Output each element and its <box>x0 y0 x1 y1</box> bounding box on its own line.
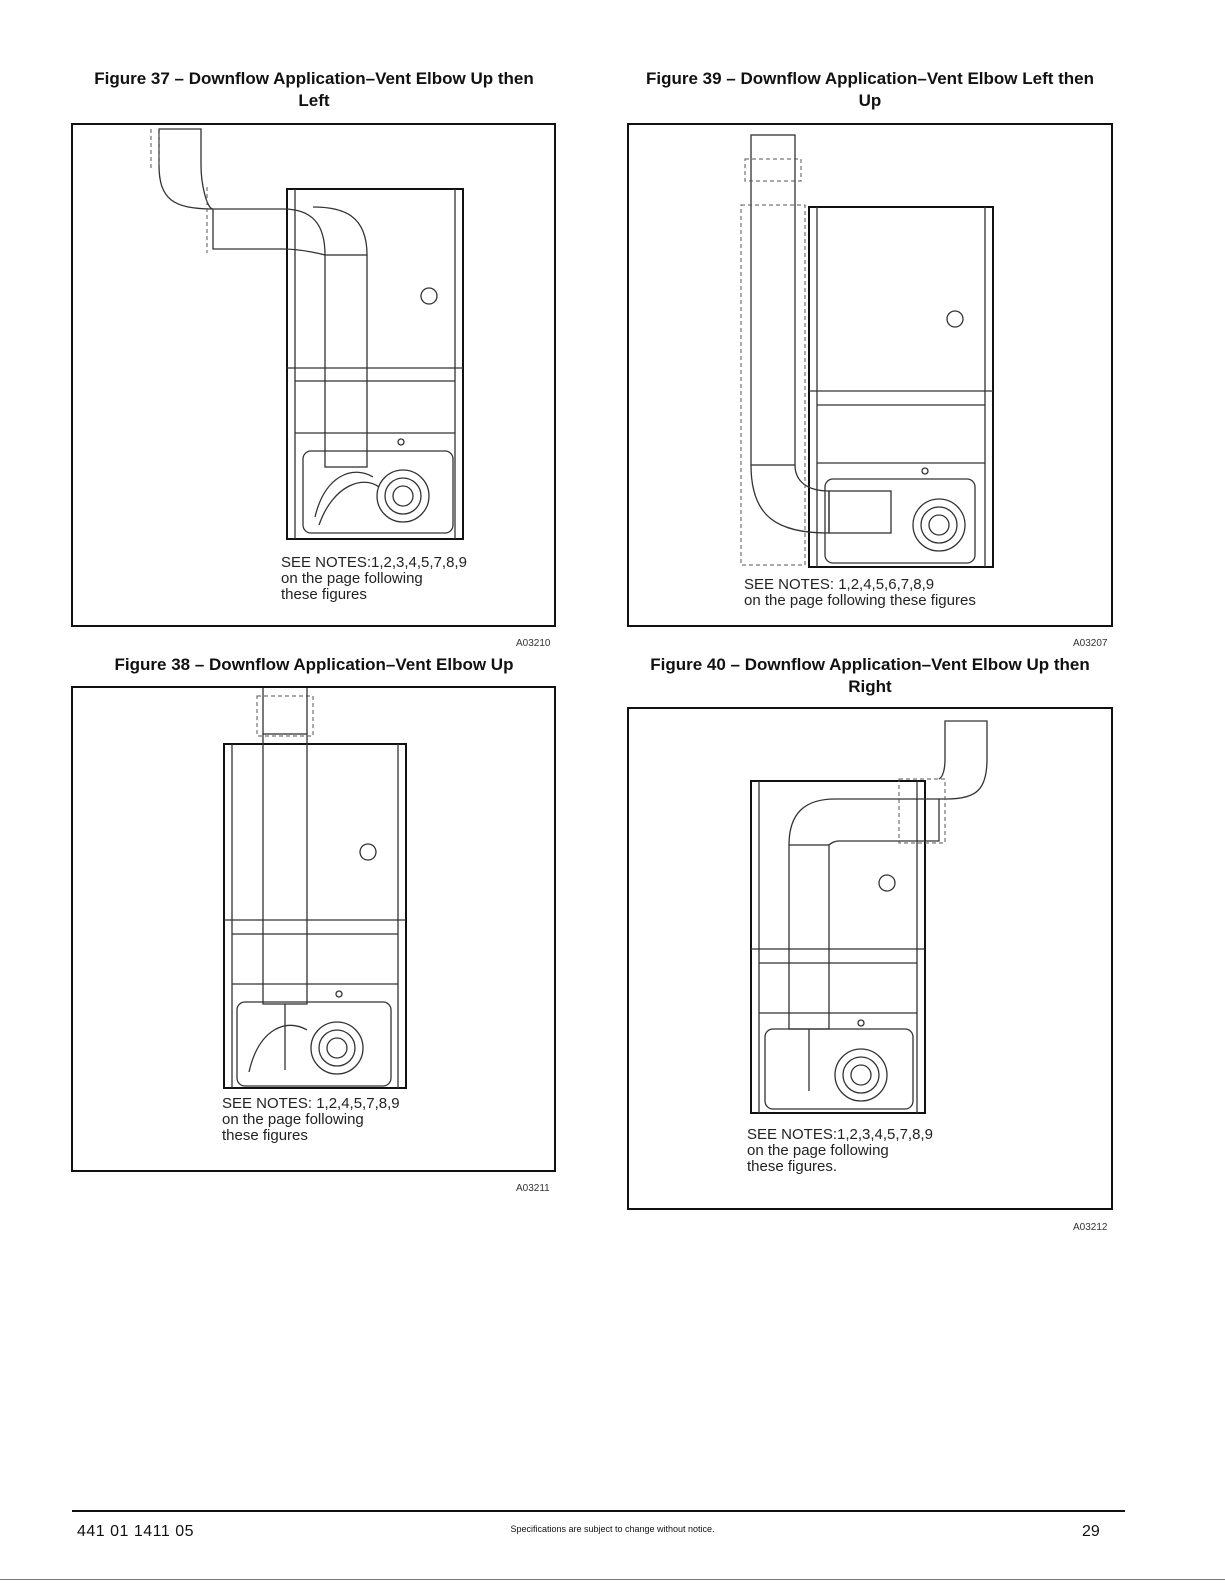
figure-39-drawing <box>740 134 994 568</box>
page-number: 29 <box>1082 1523 1100 1540</box>
footer-divider <box>72 1510 1125 1512</box>
figure-40-code: A03212 <box>1073 1222 1108 1233</box>
figure-38-frame: SEE NOTES: 1,2,4,5,7,8,9 on the page fol… <box>71 686 556 1172</box>
figure-37-title-line2: Left <box>298 91 330 110</box>
inducer-blower <box>764 1028 914 1110</box>
inducer-blower <box>824 478 976 564</box>
figure-39-notes: SEE NOTES: 1,2,4,5,6,7,8,9 on the page f… <box>744 577 976 609</box>
figure-37-notes: SEE NOTES:1,2,3,4,5,7,8,9 on the page fo… <box>281 555 467 603</box>
figure-37-title-line1: Figure 37 – Downflow Application–Vent El… <box>94 69 534 88</box>
figure-39-code: A03207 <box>1073 638 1108 649</box>
figure-39-notes-line2: on the page following these figures <box>744 592 976 609</box>
figure-39-title-line1: Figure 39 – Downflow Application–Vent El… <box>645 69 1094 88</box>
figure-40-notes: SEE NOTES:1,2,3,4,5,7,8,9 on the page fo… <box>747 1127 933 1175</box>
specifications-disclaimer: Specifications are subject to change wit… <box>510 1524 715 1534</box>
figure-39-title-line2: Up <box>858 91 882 110</box>
figure-38-title: Figure 38 – Downflow Application–Vent El… <box>72 654 556 676</box>
furnace-cabinet <box>223 743 407 1089</box>
figure-37-drawing <box>150 128 464 540</box>
figure-40-title: Figure 40 – Downflow Application–Vent El… <box>628 654 1112 698</box>
figure-38-notes-line2: on the page following <box>222 1111 364 1128</box>
figure-40-notes-line3: these figures. <box>747 1158 838 1175</box>
figure-37-notes-line1: SEE NOTES:1,2,3,4,5,7,8,9 <box>281 554 467 571</box>
document-number: 441 01 1411 05 <box>77 1523 195 1540</box>
figure-37-notes-line2: on the page following <box>281 570 423 587</box>
figure-38-drawing <box>223 688 407 1089</box>
figure-37-notes-line3: these figures <box>281 586 367 603</box>
figure-38-code: A03211 <box>516 1183 550 1194</box>
figure-40-title-line2: Right <box>848 677 892 696</box>
figure-38-title-line1: Figure 38 – Downflow Application–Vent El… <box>114 655 514 674</box>
figure-38-notes-line3: these figures <box>222 1127 308 1144</box>
figure-38-notes: SEE NOTES: 1,2,4,5,7,8,9 on the page fol… <box>222 1096 400 1144</box>
vent-elbow-up-icon <box>256 688 314 1070</box>
figure-39-frame: SEE NOTES: 1,2,4,5,6,7,8,9 on the page f… <box>627 123 1113 627</box>
vent-elbow-up-then-left-icon <box>150 128 368 468</box>
figure-39-title: Figure 39 – Downflow Application–Vent El… <box>628 68 1112 112</box>
page-edge-divider <box>0 1579 1225 1580</box>
figure-40-title-line1: Figure 40 – Downflow Application–Vent El… <box>650 655 1090 674</box>
figure-40-drawing <box>750 720 988 1114</box>
inducer-blower <box>302 450 454 534</box>
figure-38-notes-line1: SEE NOTES: 1,2,4,5,7,8,9 <box>222 1095 400 1112</box>
furnace-cabinet <box>808 206 994 568</box>
vent-elbow-up-then-right-icon <box>788 720 988 1091</box>
figure-40-notes-line2: on the page following <box>747 1142 889 1159</box>
figure-37-code: A03210 <box>516 638 551 649</box>
furnace-cabinet <box>286 188 464 540</box>
figure-37-frame: SEE NOTES:1,2,3,4,5,7,8,9 on the page fo… <box>71 123 556 627</box>
inducer-blower <box>236 1001 392 1087</box>
figure-40-notes-line1: SEE NOTES:1,2,3,4,5,7,8,9 <box>747 1126 933 1143</box>
furnace-cabinet <box>750 780 926 1114</box>
figure-40-frame: SEE NOTES:1,2,3,4,5,7,8,9 on the page fo… <box>627 707 1113 1210</box>
figure-37-title: Figure 37 – Downflow Application–Vent El… <box>72 68 556 112</box>
figure-39-notes-line1: SEE NOTES: 1,2,4,5,6,7,8,9 <box>744 576 935 593</box>
vent-elbow-left-then-up-icon <box>740 134 892 566</box>
